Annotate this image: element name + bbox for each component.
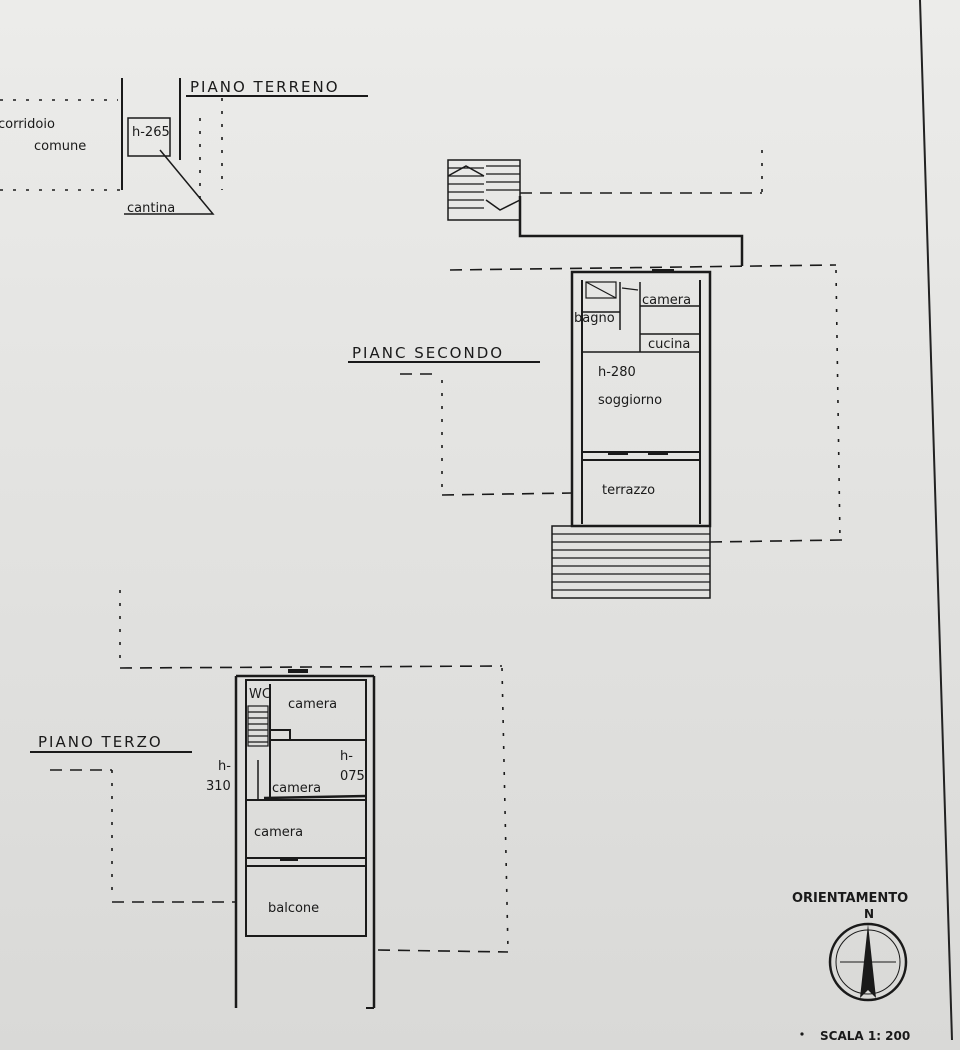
second-room-bagno-label: bagno — [574, 311, 615, 326]
second-room-cucina-label: cucina — [648, 337, 690, 352]
scale-label: SCALA 1: 200 — [820, 1029, 910, 1043]
ground-height-label: h-265 — [132, 125, 170, 140]
compass-icon — [828, 922, 908, 1002]
ground-floor-title: PIANO TERRENO — [190, 78, 340, 96]
third-wc-label: WC — [249, 687, 271, 702]
third-height-right-value: 075 — [340, 769, 365, 784]
page-edge — [919, 0, 953, 1041]
third-room-camera-3-label: camera — [254, 825, 303, 840]
orientation-label: ORIENTAMENTO — [792, 891, 908, 906]
ground-floor-plan — [0, 78, 223, 215]
second-floor-plan — [400, 150, 843, 599]
second-room-soggiorno-label: soggiorno — [598, 393, 662, 408]
third-height-right-prefix: h- — [340, 749, 353, 764]
second-floor-title: PIANC SECONDO — [352, 344, 504, 362]
third-room-balcone-label: balcone — [268, 901, 319, 916]
third-floor-title: PIANO TERZO — [38, 733, 163, 751]
third-height-left-prefix: h- — [218, 759, 231, 774]
third-height-left-value: 310 — [206, 779, 231, 794]
ground-room-cantina-label: cantina — [127, 201, 175, 216]
second-room-camera-label: camera — [642, 293, 691, 308]
second-floor-upper-stair — [447, 159, 521, 221]
second-floor-lower-stair — [551, 525, 711, 599]
second-height-label: h-280 — [598, 365, 636, 380]
third-room-camera-1-label: camera — [288, 697, 337, 712]
second-room-terrazzo-label: terrazzo — [602, 483, 655, 498]
north-label: N — [864, 907, 874, 921]
ground-room-corridoio-label: corridoio — [0, 117, 55, 132]
ground-room-comune-label: comune — [34, 139, 86, 154]
third-room-camera-2-label: camera — [272, 781, 321, 796]
third-floor-stair — [247, 705, 269, 747]
third-floor-plan — [50, 590, 509, 1009]
